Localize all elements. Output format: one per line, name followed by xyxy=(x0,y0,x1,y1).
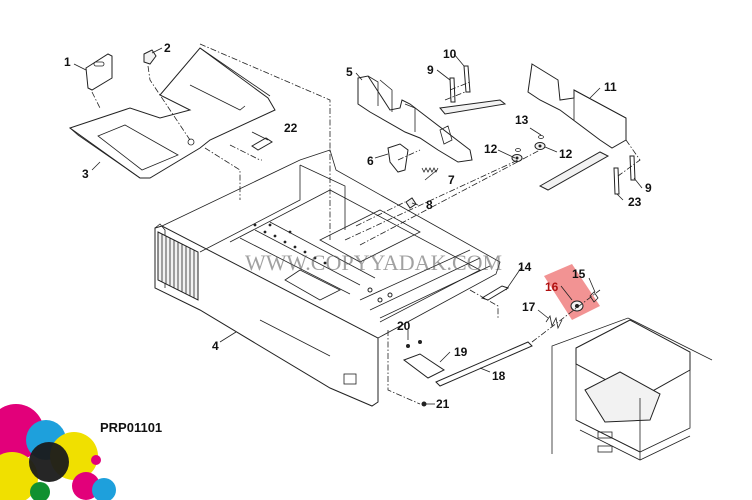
part-17-spring xyxy=(545,314,563,330)
callout-8: 8 xyxy=(426,198,433,212)
callout-20: 20 xyxy=(397,319,411,333)
callout-2: 2 xyxy=(164,41,171,55)
part-6-lever xyxy=(387,143,409,173)
callout-3: 3 xyxy=(82,167,89,181)
part-7-spring xyxy=(421,167,439,173)
callout-1: 1 xyxy=(64,55,71,69)
part-15-clip xyxy=(589,291,599,303)
leader-lines xyxy=(73,47,643,405)
callout-18: 18 xyxy=(492,369,506,383)
part-16-gear xyxy=(570,300,584,312)
part-19-bracket xyxy=(402,353,445,379)
brand-logo xyxy=(0,404,116,500)
callout-10: 10 xyxy=(443,47,457,61)
callout-6: 6 xyxy=(367,154,374,168)
part-12a-roller xyxy=(511,154,523,162)
part-18-shaft xyxy=(435,341,533,387)
logo-circle xyxy=(91,455,101,465)
part-8-screw xyxy=(405,197,417,209)
logo-circle xyxy=(30,482,50,500)
tray-grille xyxy=(157,231,199,301)
part-2-clip xyxy=(143,49,157,65)
part-22-pad xyxy=(251,137,273,151)
part-1-stopper xyxy=(85,53,113,91)
tray-holes xyxy=(253,223,393,303)
watermark: WWW.COPYYADAK.COM xyxy=(245,250,502,275)
part-13-washer xyxy=(515,135,544,152)
part-5-side-guide xyxy=(357,75,507,163)
part-14-label-plate xyxy=(480,285,510,301)
callout-12b: 12 xyxy=(559,147,573,161)
callout-labels: 1 2 3 4 5 6 7 8 9 9 10 11 12 12 13 14 15… xyxy=(64,41,652,411)
part-9a-strip xyxy=(449,77,456,103)
part-23-strip xyxy=(613,167,620,195)
callout-11: 11 xyxy=(604,80,617,94)
part-20-screws xyxy=(406,340,422,348)
part-12b-roller xyxy=(534,142,546,150)
callout-16: 16 xyxy=(545,280,559,294)
copier-inset xyxy=(551,317,713,461)
callout-12a: 12 xyxy=(484,142,498,156)
part-4-cassette-tray xyxy=(154,149,501,407)
callout-17: 17 xyxy=(522,300,536,314)
diagram-code: PRP01101 xyxy=(100,420,162,435)
callout-7: 7 xyxy=(448,173,455,187)
callout-4: 4 xyxy=(212,339,219,353)
callout-13: 13 xyxy=(515,113,529,127)
assembly-lines xyxy=(91,43,641,405)
part-16-highlight xyxy=(544,264,600,320)
part-21-screw xyxy=(421,401,427,407)
part-9b-strip xyxy=(629,155,636,181)
part-3-cover-plate xyxy=(68,47,276,179)
callout-15: 15 xyxy=(572,267,586,281)
logo-circle xyxy=(0,452,38,500)
callout-9a: 9 xyxy=(427,63,434,77)
callout-14: 14 xyxy=(518,260,532,274)
part-10-strip xyxy=(463,65,471,93)
logo-circle xyxy=(92,478,116,500)
callout-9b: 9 xyxy=(645,181,652,195)
callout-19: 19 xyxy=(454,345,468,359)
callout-5: 5 xyxy=(346,65,353,79)
callout-22: 22 xyxy=(284,121,298,135)
callout-21: 21 xyxy=(436,397,450,411)
logo-circle xyxy=(29,442,69,482)
callout-23: 23 xyxy=(628,195,642,209)
